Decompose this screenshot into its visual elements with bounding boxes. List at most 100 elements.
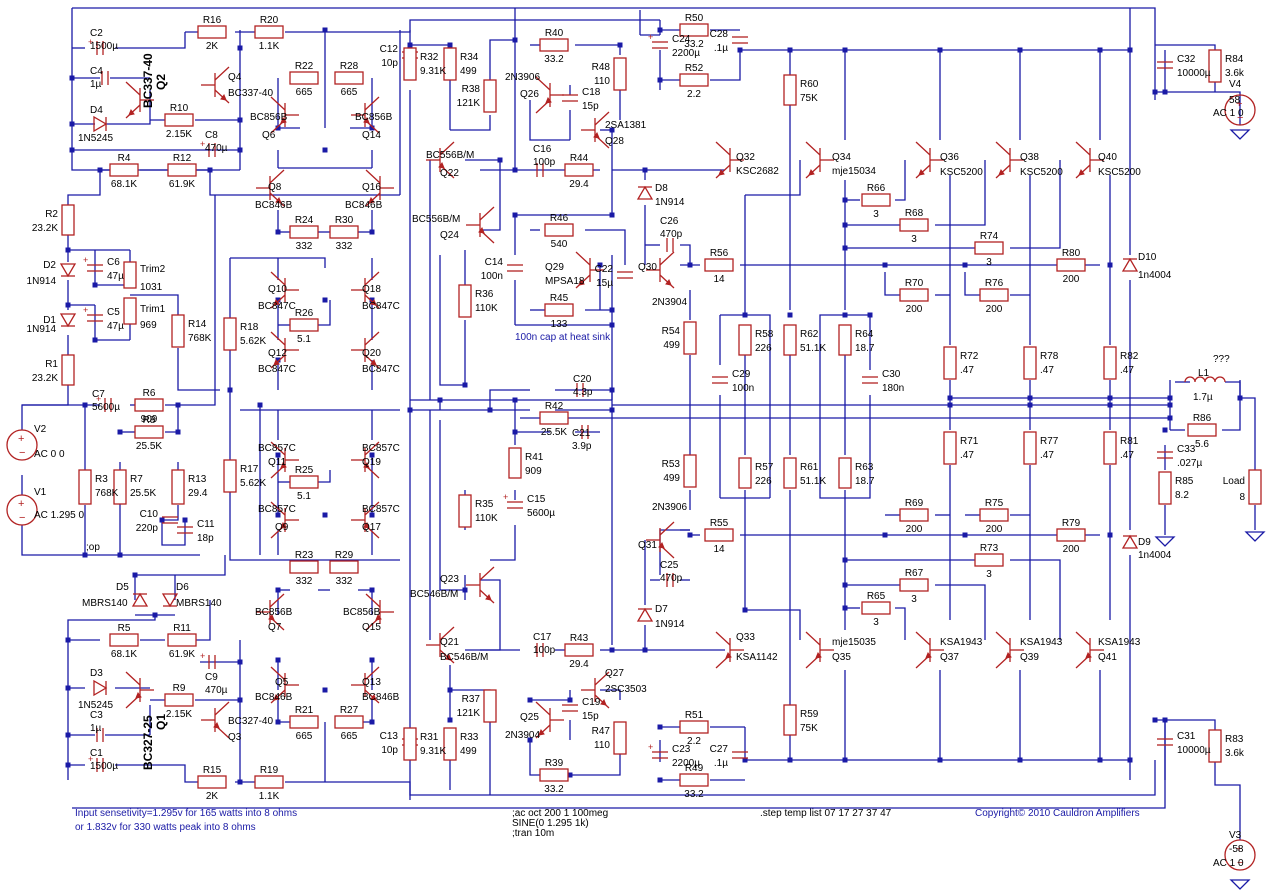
resistor-value-r8: 25.5K (136, 441, 162, 452)
resistor-ref-r32: R32 (420, 52, 439, 63)
transistor-q8 (256, 169, 285, 207)
inductor-question-label: ??? (1213, 354, 1230, 365)
resistor-ref-r54: R54 (662, 326, 681, 337)
resistor-ref-r81: R81 (1120, 436, 1139, 447)
wires-layer (21, 7, 1256, 840)
diode-d1 (59, 313, 77, 328)
capacitor-value-c13: 10p (381, 745, 398, 756)
transistor-ref-q35: Q35 (832, 652, 851, 663)
transistor-model-q23: BC546B/M (410, 589, 458, 600)
resistor-value-r64: 18.7 (855, 343, 875, 354)
trimmer-trim2 (123, 261, 137, 289)
capacitor-ref-c7: C7 (92, 389, 105, 400)
resistor-value-r24: 332 (296, 241, 313, 252)
resistor-ref-r15: R15 (203, 765, 222, 776)
transistor-ref-q17: Q17 (362, 522, 381, 533)
svg-text:+: + (1236, 843, 1242, 855)
resistor-ref-r55: R55 (710, 518, 729, 529)
resistor-r16 (197, 25, 227, 39)
step-directive: .step temp list 07 17 27 37 47 (760, 808, 892, 819)
transistor-q34 (805, 141, 834, 179)
transistor-model-q3: BC327-40 (228, 716, 273, 727)
resistor-ref-r65: R65 (867, 591, 886, 602)
transistor-ref-q30: Q30 (638, 262, 657, 273)
resistor-r59 (783, 704, 797, 736)
diode-ref-d5: D5 (116, 582, 129, 593)
resistor-value-r25: 5.1 (297, 491, 311, 502)
source-ref-v2: V2 (34, 424, 47, 435)
resistor-value-r36: 110K (475, 303, 498, 314)
transistor-model-q22: BC556B/M (426, 150, 474, 161)
transistor-q41 (1075, 631, 1104, 669)
resistor-r82 (1103, 346, 1117, 380)
resistor-ref-r61: R61 (800, 462, 819, 473)
resistor-r55 (704, 528, 734, 542)
transistor-model-q5: BC846B (255, 692, 293, 703)
resistor-r19 (254, 775, 284, 789)
resistor-value-r7: 25.5K (130, 488, 156, 499)
capacitor-value-c8: 470µ (205, 143, 228, 154)
transistor-q27 (581, 671, 610, 709)
ground-v3 (1229, 879, 1251, 890)
transistor-q15 (365, 593, 394, 631)
resistor-r10 (164, 113, 194, 127)
transistor-ref-q36: Q36 (940, 152, 959, 163)
diode-ref-d8: D8 (655, 183, 668, 194)
inductor-value-l1: 1.7µ (1193, 392, 1213, 403)
diode-model-d7: 1N914 (655, 619, 685, 630)
inductor-l1 (1184, 376, 1226, 383)
transistor-ref-q28: Q28 (605, 136, 624, 147)
transistor-model-q24: BC556B/M (412, 214, 460, 225)
capacitor-value-c32: 10000µ (1177, 68, 1211, 79)
transistor-ref-q3: Q3 (228, 732, 242, 743)
transistor-ref-q19: Q19 (362, 457, 381, 468)
svg-text:−: − (1237, 112, 1243, 124)
diode-model-d8: 1N914 (655, 197, 685, 208)
capacitor-value-c24: 2200µ (672, 48, 700, 59)
resistor-load (1248, 469, 1262, 505)
resistor-r74 (974, 241, 1004, 255)
resistor-value-r4: 68.1K (111, 179, 137, 190)
ground-c33 (1154, 536, 1176, 547)
diode-ref-d3: D3 (90, 668, 103, 679)
resistor-ref-r26: R26 (295, 308, 314, 319)
source-value-v2: AC 0 0 (34, 449, 65, 460)
resistor-ref-r30: R30 (335, 215, 354, 226)
capacitor-c16 (536, 163, 544, 177)
resistor-value-r68: 3 (911, 234, 917, 245)
transistor-q19 (351, 441, 380, 479)
source-ref-v1: V1 (34, 487, 47, 498)
resistor-ref-r51: R51 (685, 710, 704, 721)
svg-text:+: + (88, 754, 93, 764)
capacitor-c27 (732, 751, 748, 759)
transistor-model-q11: BC857C (258, 443, 296, 454)
resistor-ref-r42: R42 (545, 401, 564, 412)
resistor-r86 (1187, 423, 1217, 437)
diode-d10 (1121, 257, 1139, 272)
resistor-r46 (544, 223, 574, 237)
resistor-ref-r48: R48 (592, 62, 611, 73)
capacitor-value-c17: 100p (533, 645, 556, 656)
resistor-ref-r66: R66 (867, 183, 886, 194)
resistor-r28 (334, 71, 364, 85)
resistor-r17 (223, 459, 237, 493)
transistor-model-q35: mje15035 (832, 637, 876, 648)
resistor-ref-r71: R71 (960, 436, 979, 447)
resistor-value-r52: 2.2 (687, 89, 701, 100)
resistor-ref-r5: R5 (118, 623, 131, 634)
resistor-r24 (289, 225, 319, 239)
resistor-ref-r40: R40 (545, 28, 564, 39)
resistor-value-r48: 110 (594, 76, 610, 87)
resistor-value-r37: 121K (457, 708, 481, 719)
resistor-value-r45: 133 (551, 319, 568, 330)
transistor-model-q17: BC857C (362, 504, 400, 515)
resistor-r68 (899, 218, 929, 232)
resistor-ref-r38: R38 (462, 84, 481, 95)
resistor-r23 (289, 560, 319, 574)
transistor-model-q12: BC847C (258, 364, 296, 375)
transistor-ref-q22: Q22 (440, 168, 459, 179)
diode-model-d1: 1N914 (27, 324, 57, 335)
resistor-r25 (289, 475, 319, 489)
resistor-r29 (329, 560, 359, 574)
resistor-ref-r46: R46 (550, 213, 569, 224)
